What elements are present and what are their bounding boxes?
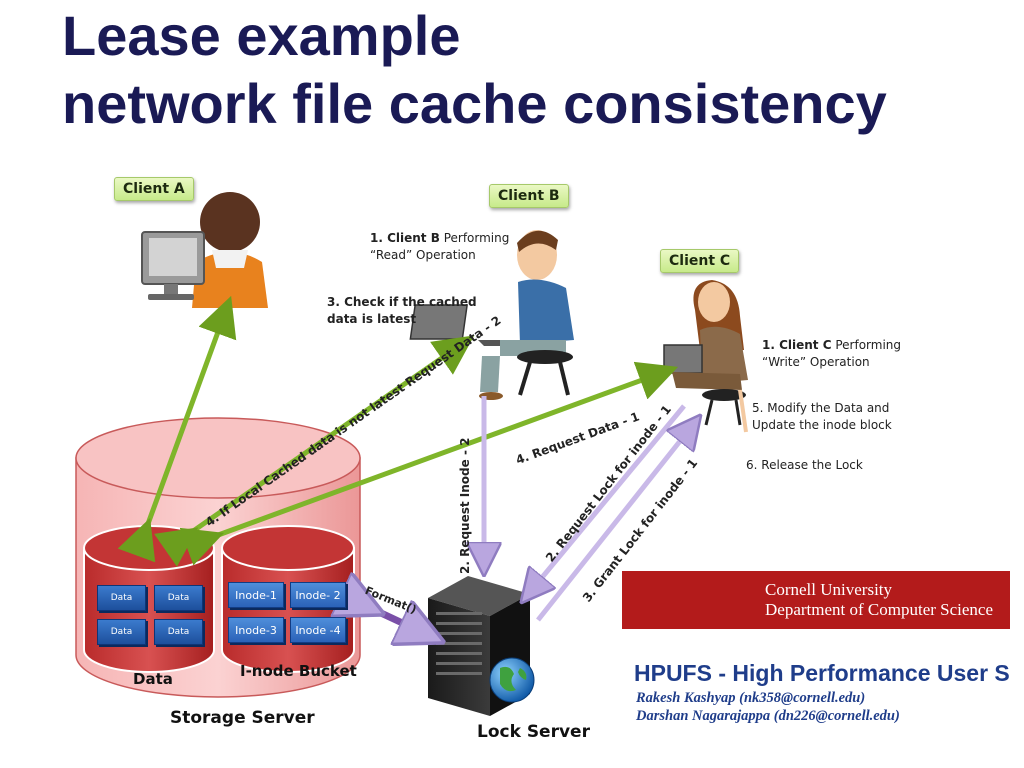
note-b-read: 1. Client B Performing “Read” Operation xyxy=(370,230,509,264)
arrow-grant-lock-inode-1 xyxy=(536,426,692,622)
cornell-department-text: Department of Computer Science xyxy=(765,600,994,619)
inode-block: Inode- 2 xyxy=(290,582,346,608)
note-c-write-suffix: Performing xyxy=(831,338,902,352)
note-c-write: 1. Client C Performing “Write” Operation xyxy=(762,337,901,371)
author-1: Rakesh Kashyap (nk358@cornell.edu) xyxy=(636,690,866,706)
note-b-read-prefix: 1. Client B xyxy=(370,231,440,245)
note-c-modify: 5. Modify the Data and Update the inode … xyxy=(752,400,892,434)
note-b-check: 3. Check if the cached data is latest xyxy=(327,294,477,328)
title-line-1: Lease example xyxy=(62,4,461,67)
inode-block: Inode -4 xyxy=(290,617,346,643)
project-title: HPUFS - High Performance User Space File… xyxy=(634,660,1010,686)
inode-block: Inode-1 xyxy=(228,582,284,608)
author-2: Darshan Nagarajappa (dn226@cornell.edu) xyxy=(636,708,900,724)
note-c-release: 6. Release the Lock xyxy=(746,458,863,472)
client-c-figure xyxy=(663,280,748,433)
data-block: Data xyxy=(154,585,203,611)
data-block: Data xyxy=(154,619,203,645)
data-block: Data xyxy=(97,585,146,611)
note-c-modify-line2: Update the inode block xyxy=(752,418,892,432)
note-b-check-line1: 3. Check if the cached xyxy=(327,295,477,309)
storage-server-cylinder xyxy=(75,417,361,698)
lock-server-label: Lock Server xyxy=(477,722,590,742)
note-c-write-prefix: 1. Client C xyxy=(762,338,832,352)
storage-server-label: Storage Server xyxy=(170,708,315,728)
title-line-2: network file cache consistency xyxy=(62,72,887,135)
note-b-read-suffix: Performing xyxy=(439,231,510,245)
note-b-check-line2: data is latest xyxy=(327,312,417,326)
arrow-format xyxy=(366,606,426,634)
inode-block: Inode-3 xyxy=(228,617,284,643)
note-c-write-line2: “Write” Operation xyxy=(762,355,870,369)
arrow-request-lock-inode-1 xyxy=(530,404,686,592)
client-c-tag: Client C xyxy=(660,249,740,273)
note-c-modify-line1: 5. Modify the Data and xyxy=(752,401,890,415)
cornell-banner: Cornell University Department of Compute… xyxy=(622,571,1010,629)
data-label: Data xyxy=(133,670,173,688)
client-a-tag: Client A xyxy=(114,177,194,201)
lock-server-figure xyxy=(428,576,535,716)
arrow-request-data-1 xyxy=(179,361,679,566)
client-b-tag: Client B xyxy=(489,184,569,208)
data-block: Data xyxy=(97,619,146,645)
label-request-inode-2: 2. Request Inode - 2 xyxy=(458,437,472,574)
cornell-university-text: Cornell University xyxy=(765,580,893,599)
client-a-figure xyxy=(141,192,268,308)
note-b-read-line2: “Read” Operation xyxy=(370,248,476,262)
inode-bucket-label: I-node Bucket xyxy=(240,662,357,680)
